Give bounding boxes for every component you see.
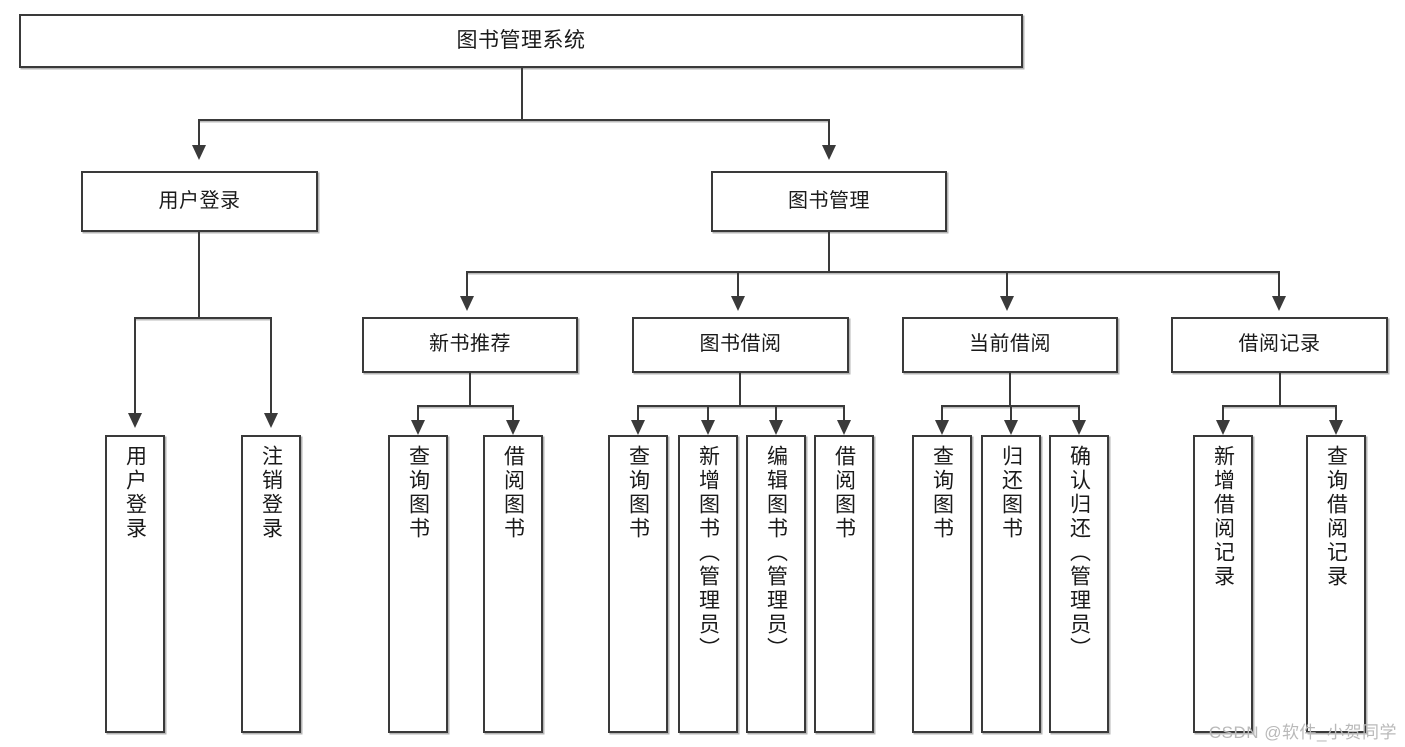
node-leaf-query-book-1[interactable]: 查询图书 (388, 435, 448, 733)
node-label: 用户登录 (123, 445, 147, 541)
connector-to-leaf-borrow-book-2 (843, 405, 845, 420)
arrow-to-new-book-recommend (460, 296, 474, 311)
arrow-to-leaf-borrow-book-2 (837, 420, 851, 435)
node-leaf-borrow-book-1[interactable]: 借阅图书 (483, 435, 543, 733)
node-label: 查询图书 (406, 445, 430, 541)
node-label: 新增图书（管理员） (696, 445, 720, 661)
connector-to-leaf-query-book-3 (941, 405, 943, 420)
node-leaf-query-book-2[interactable]: 查询图书 (608, 435, 668, 733)
node-user-login[interactable]: 用户登录 (81, 171, 318, 232)
arrow-to-leaf-user-login (128, 413, 142, 428)
node-label: 编辑图书（管理员） (764, 445, 788, 661)
node-book-manage[interactable]: 图书管理 (711, 171, 947, 232)
arrow-to-leaf-query-book-1 (411, 420, 425, 435)
node-label: 新增借阅记录 (1211, 445, 1235, 589)
arrow-to-user-login (192, 145, 206, 160)
connector-user-login-bus (134, 317, 270, 319)
connector-to-leaf-return-book (1010, 405, 1012, 420)
node-label: 借阅图书 (501, 445, 525, 541)
arrow-to-leaf-add-record (1216, 420, 1230, 435)
node-leaf-add-record[interactable]: 新增借阅记录 (1193, 435, 1253, 733)
node-leaf-return-book[interactable]: 归还图书 (981, 435, 1041, 733)
connector-root-bus (198, 119, 829, 121)
connector-to-leaf-borrow-book-1 (512, 405, 514, 420)
arrow-to-current-borrow (1000, 296, 1014, 311)
node-leaf-confirm-return[interactable]: 确认归还（管理员） (1049, 435, 1109, 733)
connector-new-book-recommend-stem (469, 373, 471, 406)
connector-to-leaf-query-book-2 (637, 405, 639, 420)
connector-borrow-record-bus (1222, 405, 1337, 407)
arrow-to-leaf-return-book (1004, 420, 1018, 435)
arrow-to-borrow-record (1272, 296, 1286, 311)
connector-book-manage-stem (828, 232, 830, 272)
connector-to-borrow-record (1278, 271, 1280, 296)
node-leaf-logout[interactable]: 注销登录 (241, 435, 301, 733)
connector-root-to-book-manage (828, 119, 830, 145)
node-label: 借阅记录 (1238, 333, 1321, 356)
node-label: 查询借阅记录 (1324, 445, 1348, 589)
connector-book-borrow-bus (637, 405, 845, 407)
connector-user-login-stem (198, 232, 200, 318)
node-root-system[interactable]: 图书管理系统 (19, 14, 1023, 68)
node-leaf-edit-book[interactable]: 编辑图书（管理员） (746, 435, 806, 733)
connector-new-book-recommend-bus (417, 405, 513, 407)
node-label: 注销登录 (259, 445, 283, 541)
connector-to-current-borrow (1006, 271, 1008, 296)
node-leaf-query-record[interactable]: 查询借阅记录 (1306, 435, 1366, 733)
node-label: 归还图书 (999, 445, 1023, 541)
connector-to-leaf-query-record (1335, 405, 1337, 420)
node-label: 查询图书 (626, 445, 650, 541)
arrow-to-leaf-logout (264, 413, 278, 428)
arrow-to-leaf-query-book-2 (631, 420, 645, 435)
node-leaf-query-book-3[interactable]: 查询图书 (912, 435, 972, 733)
node-label: 借阅图书 (832, 445, 856, 541)
arrow-to-leaf-query-book-3 (935, 420, 949, 435)
connector-to-book-borrow (737, 271, 739, 296)
node-label: 查询图书 (930, 445, 954, 541)
node-label: 用户登录 (158, 189, 241, 212)
node-label: 当前借阅 (969, 333, 1051, 356)
node-leaf-user-login[interactable]: 用户登录 (105, 435, 165, 733)
connector-book-manage-bus (466, 271, 1280, 273)
node-leaf-add-book[interactable]: 新增图书（管理员） (678, 435, 738, 733)
node-leaf-borrow-book-2[interactable]: 借阅图书 (814, 435, 874, 733)
connector-root-to-user-login (198, 119, 200, 145)
connector-to-leaf-edit-book (775, 405, 777, 420)
node-current-borrow[interactable]: 当前借阅 (902, 317, 1118, 373)
connector-to-leaf-query-book-1 (417, 405, 419, 420)
node-label: 图书管理 (788, 189, 870, 212)
connector-borrow-record-stem (1279, 373, 1281, 406)
connector-to-new-book-recommend (466, 271, 468, 296)
connector-to-leaf-add-record (1222, 405, 1224, 420)
node-new-book-recommend[interactable]: 新书推荐 (362, 317, 578, 373)
arrow-to-leaf-borrow-book-1 (506, 420, 520, 435)
arrow-to-leaf-add-book (701, 420, 715, 435)
connector-root-stem (521, 68, 523, 120)
node-book-borrow[interactable]: 图书借阅 (632, 317, 849, 373)
connector-current-borrow-stem (1009, 373, 1011, 406)
connector-to-leaf-logout (270, 317, 272, 413)
connector-book-borrow-stem (739, 373, 741, 406)
arrow-to-book-manage (822, 145, 836, 160)
node-label: 图书借阅 (699, 333, 782, 356)
connector-to-leaf-user-login (134, 317, 136, 413)
arrow-to-leaf-query-record (1329, 420, 1343, 435)
connector-to-leaf-add-book (707, 405, 709, 420)
node-label: 确认归还（管理员） (1067, 445, 1091, 661)
arrow-to-leaf-confirm-return (1072, 420, 1086, 435)
arrow-to-book-borrow (731, 296, 745, 311)
node-borrow-record[interactable]: 借阅记录 (1171, 317, 1388, 373)
arrow-to-leaf-edit-book (769, 420, 783, 435)
node-label: 新书推荐 (429, 333, 511, 356)
connector-to-leaf-confirm-return (1078, 405, 1080, 420)
node-label: 图书管理系统 (456, 28, 586, 52)
